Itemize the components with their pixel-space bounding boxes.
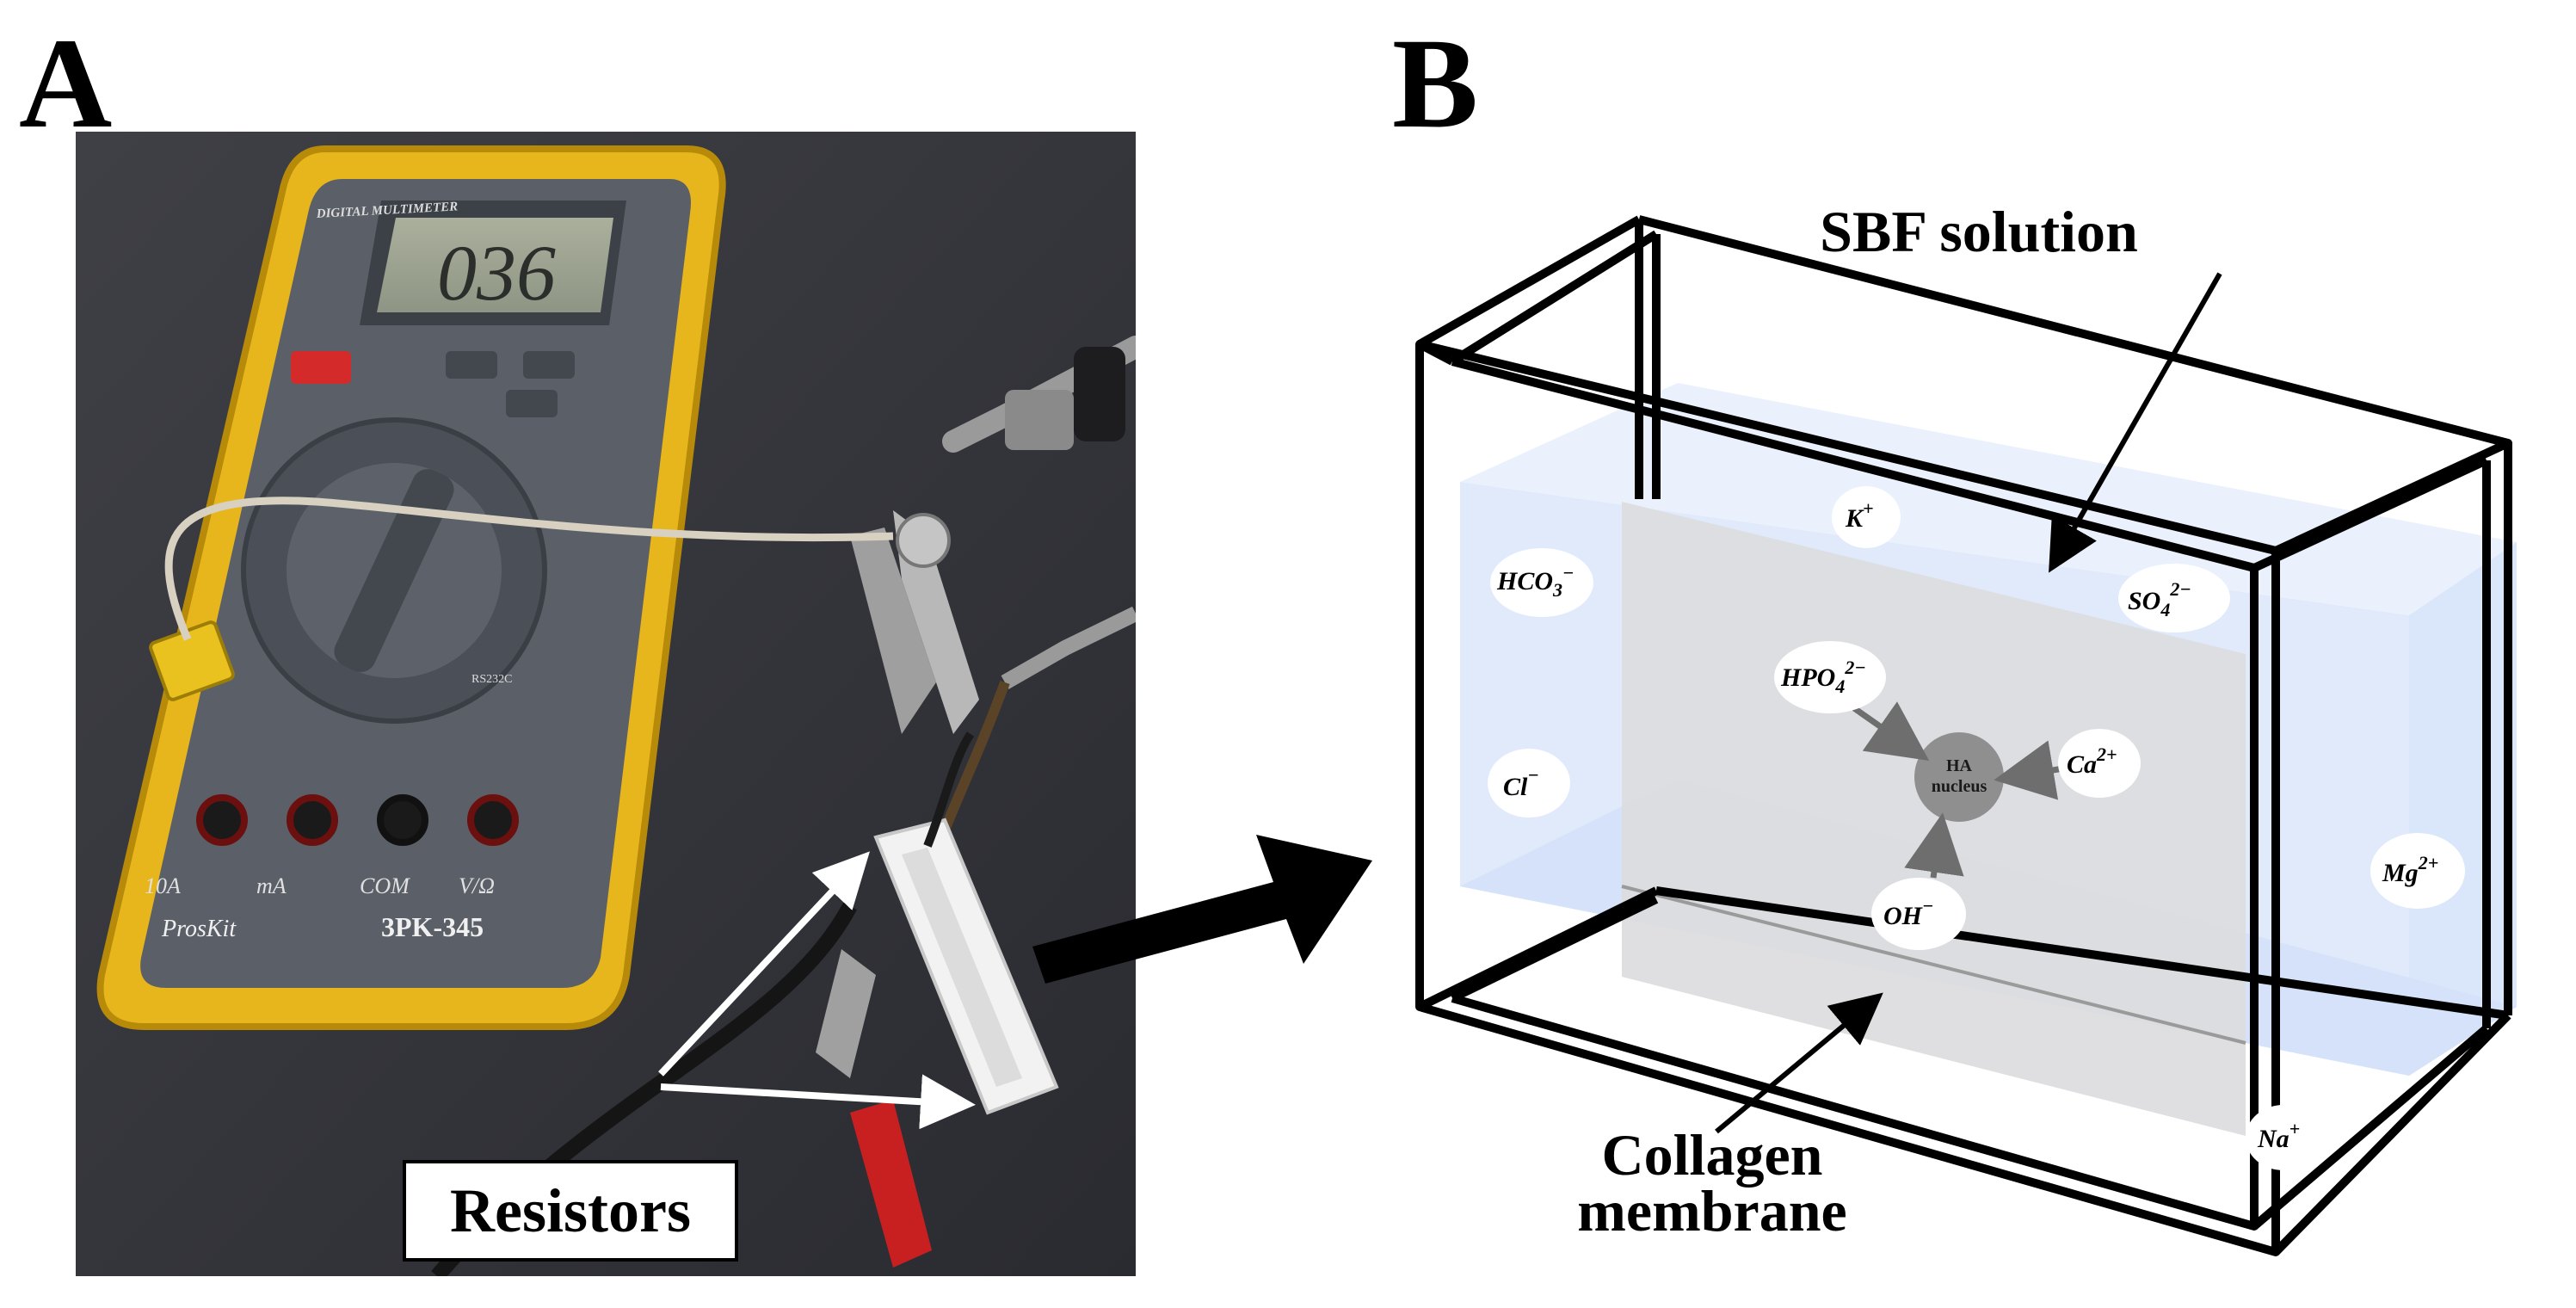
multimeter-photo-drawing: DIGITAL MULTIMETER 036 10A mA COM V/Ω — [76, 132, 1147, 1281]
ion-so4: SO42− — [2118, 564, 2230, 632]
ion-cl: Cl− — [1488, 749, 1570, 818]
jack-label-com: COM — [360, 873, 410, 898]
resistor-arrow-lower — [660, 1074, 976, 1130]
ha-nucleus-label-line2: nucleus — [1932, 777, 1987, 796]
multimeter-rotary-knob — [334, 469, 454, 672]
svg-text:Ca2+: Ca2+ — [2067, 743, 2117, 779]
oh-to-nucleus-arrow — [1904, 812, 1964, 879]
jack-label-v-ohm: V/Ω — [459, 873, 495, 898]
tank-schematic: SBF solution Collagen membrane HA nucleu… — [1415, 199, 2517, 1256]
sample-holder — [873, 731, 1059, 1115]
membrane-pointer-arrow — [1715, 992, 1883, 1134]
sbf-tank-diagram: SBF solution Collagen membrane HA nucleu… — [1359, 0, 2576, 1304]
multimeter: DIGITAL MULTIMETER 036 10A mA COM V/Ω — [96, 145, 726, 1030]
thermocouple-wire — [164, 497, 894, 641]
svg-text:Cl−: Cl− — [1503, 764, 1539, 801]
collagen-membrane-label-line1: Collagen — [1602, 1122, 1823, 1188]
multimeter-display-reading: 036 — [437, 229, 556, 317]
ion-k: K+ — [1832, 486, 1901, 548]
glass-tank-frame — [1415, 215, 2512, 1256]
svg-text:HPO42−: HPO42− — [1780, 657, 1866, 697]
solution-pointer-arrow — [2049, 272, 2222, 573]
ion-hpo4: HPO42− — [1774, 641, 1886, 713]
svg-text:HCO3−: HCO3− — [1496, 562, 1574, 601]
multimeter-jacks: 10A mA COM V/Ω — [145, 794, 519, 898]
multimeter-photo: DIGITAL MULTIMETER 036 10A mA COM V/Ω — [76, 132, 1147, 1281]
jack-label-ma: mA — [256, 873, 287, 898]
red-alligator-clip — [850, 1100, 932, 1268]
ha-nucleus — [1914, 732, 2004, 822]
svg-text:OH−: OH− — [1883, 895, 1933, 930]
multimeter-power-button — [291, 351, 351, 384]
resistor-arrow-upper — [658, 851, 870, 1077]
ion-hco3: HCO3− — [1490, 548, 1593, 617]
multimeter-port-label: RS232C — [471, 673, 512, 686]
resistors-label: Resistors — [403, 1160, 738, 1262]
svg-text:Na+: Na+ — [2257, 1118, 2300, 1153]
ion-mg: Mg2+ — [2370, 833, 2465, 909]
panel-label-b: B — [1392, 12, 1479, 155]
panel-label-a: A — [19, 12, 113, 155]
ha-nucleus-label-line1: HA — [1946, 756, 1973, 775]
ion-na: Na+ — [2246, 1105, 2321, 1170]
ca-to-nucleus-arrow — [1994, 740, 2064, 800]
collagen-membrane-label-line2: membrane — [1577, 1178, 1846, 1243]
svg-text:K+: K+ — [1845, 497, 1874, 533]
panel-link-arrow — [1032, 835, 1372, 984]
hpo4-to-nucleus-arrow — [1852, 701, 1930, 762]
jack-label-10a: 10A — [145, 873, 181, 898]
sbf-solution-label: SBF solution — [1820, 199, 2138, 264]
resistor-arrows — [658, 851, 976, 1130]
svg-text:SO42−: SO42− — [2128, 578, 2191, 620]
helping-hands-clamp — [850, 336, 1147, 734]
svg-text:Mg2+: Mg2+ — [2382, 852, 2438, 887]
multimeter-brand: ProsKit — [161, 916, 237, 942]
alligator-clip-left — [816, 949, 876, 1078]
ion-oh: OH− — [1871, 878, 1966, 950]
ion-ca: Ca2+ — [2058, 729, 2141, 798]
membrane-edge-line — [1621, 885, 2246, 1045]
multimeter-model: 3PK-345 — [381, 911, 484, 942]
